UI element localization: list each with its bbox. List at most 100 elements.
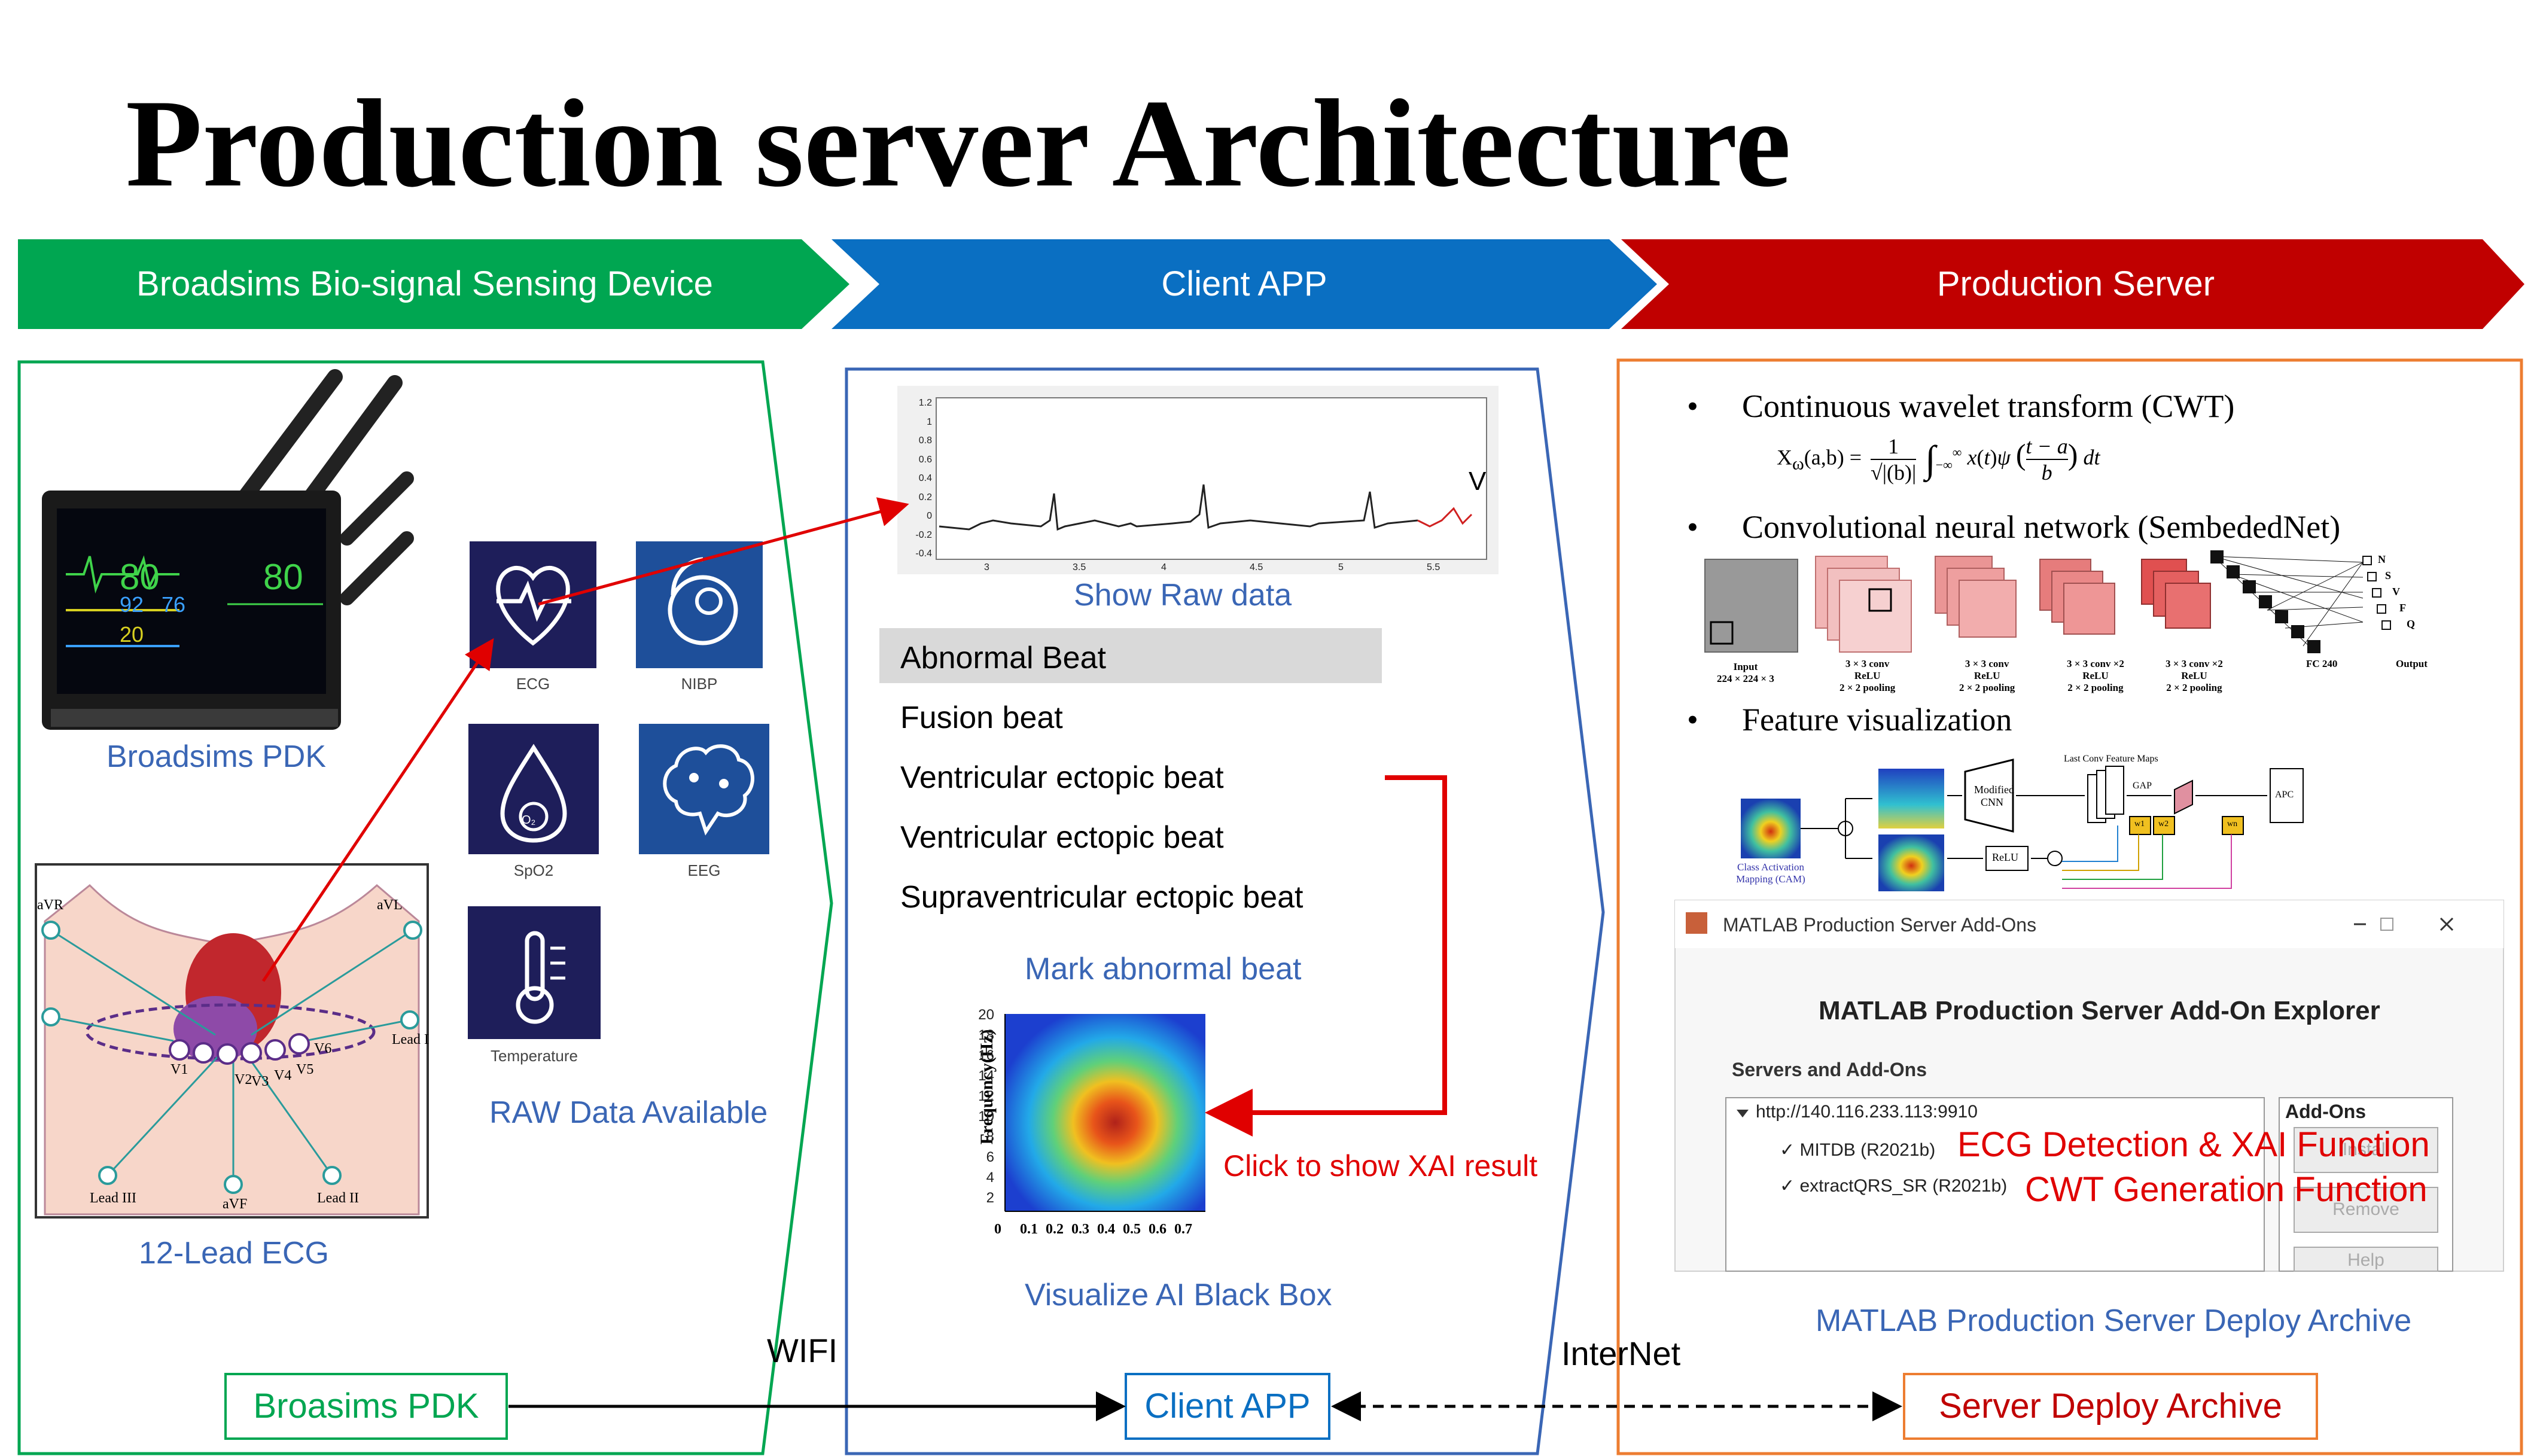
cam-last-conv: Last Conv Feature Maps (2064, 754, 2158, 764)
xai-heatmap (1004, 1014, 1205, 1212)
matlab-server-url[interactable]: http://140.116.233.113:9910 (1756, 1102, 1978, 1122)
heatmap-y-tick: 12 (978, 1088, 994, 1104)
overlay-cwt-generation: CWT Generation Function (2025, 1170, 2428, 1209)
cam-weight: w1 (2134, 820, 2145, 828)
matlab-addons-header: Add-Ons (2285, 1101, 2367, 1122)
formula-integral: ∫ (1925, 438, 1936, 480)
ecg-trace-abnormal (1417, 507, 1473, 528)
raw-plot-y-tick: 0 (927, 511, 932, 521)
heatmap-x-tick: 0.1 (1020, 1222, 1038, 1237)
lead-label: V4 (274, 1068, 292, 1083)
ecg-icon-to-plot-arrow (538, 497, 909, 606)
bullet-dot: • (1687, 702, 1698, 738)
banner-client-label: Client APP (1161, 264, 1327, 303)
device-panel-frame (17, 360, 833, 1455)
mark-abnormal-caption: Mark abnormal beat (1025, 952, 1302, 986)
formula-args: (a,b) = (1804, 445, 1862, 470)
cnn-output-letter: F (2399, 602, 2406, 614)
beat-item-ventricular-2[interactable]: Ventricular ectopic beat (900, 820, 1224, 855)
raw-plot-x-tick: 5 (1338, 562, 1344, 572)
bullet-cwt: Continuous wavelet transform (CWT) (1742, 388, 2235, 424)
raw-plot-y-tick: 0.6 (918, 454, 932, 465)
raw-plot-y-tick: 1.2 (918, 398, 932, 408)
formula-lhs: X (1777, 445, 1792, 470)
server-box-label: Server Deploy Archive (1939, 1387, 2282, 1425)
pdk-monitor (42, 369, 414, 730)
matlab-window-frame (1674, 900, 2504, 1272)
chest-ecg-illustration (35, 863, 429, 1219)
pdk-box-frame (224, 1373, 508, 1440)
matlab-addon-extractqrs[interactable]: ✓ extractQRS_SR (R2021b) (1780, 1176, 2008, 1196)
icon-label-spo2: SpO2 (513, 861, 554, 879)
heatmap-x-tick: 0.6 (1149, 1222, 1167, 1237)
server-box-frame (1903, 1373, 2318, 1440)
lead-label: V1 (170, 1062, 188, 1077)
lead-label: V2 (234, 1072, 252, 1088)
matlab-remove-button[interactable]: Remove (2332, 1199, 2399, 1219)
beat-item-supraventricular[interactable]: Supraventricular ectopic beat (900, 880, 1303, 915)
heatmap-x-tick: 0.4 (1097, 1222, 1115, 1237)
heatmap-ylabel: Frequency(Hz) (977, 1029, 997, 1145)
cnn-architecture-diagram (1704, 550, 2391, 653)
formula-fraction: 1 √|(b)| (1871, 434, 1917, 485)
matlab-help-button[interactable]: Help (2347, 1250, 2384, 1270)
heatmap-y-tick: 2 (986, 1190, 994, 1206)
matlab-install-button[interactable]: Install (2342, 1140, 2390, 1159)
monitor-value-pulse: 80 (263, 557, 303, 597)
matlab-window-title: MATLAB Production Server Add-Ons (1723, 914, 2037, 936)
cnn-output-letter: V (2392, 586, 2400, 598)
xai-hint-text[interactable]: Click to show XAI result (1223, 1149, 1538, 1183)
icon-label-temperature: Temperature (491, 1047, 578, 1065)
monitor-value-resp: 76 (162, 592, 186, 617)
banner-server-shape (1621, 239, 2524, 329)
banner-client-shape (832, 239, 1657, 329)
raw-plot-y-tick: -0.2 (915, 529, 932, 540)
raw-plot-x-tick: 4.5 (1250, 562, 1263, 572)
lead-label: aVR (37, 897, 63, 913)
raw-plot-x-tick: 3.5 (1073, 562, 1086, 572)
formula-sub: ω (1792, 453, 1804, 474)
heatmap-y-tick: 18 (978, 1027, 994, 1043)
cnn-output-letter: S (2385, 569, 2392, 581)
lead-label: Lead I (392, 1032, 429, 1047)
deploy-caption: MATLAB Production Server Deploy Archive (1816, 1303, 2412, 1338)
client-box-label: Client APP (1144, 1387, 1311, 1425)
brain-icon (639, 724, 769, 854)
raw-data-plot (897, 386, 1499, 574)
lead-label: Lead II (317, 1190, 359, 1206)
matlab-explorer-title: MATLAB Production Server Add-On Explorer (1819, 996, 2380, 1025)
selected-beat-highlight (879, 628, 1382, 683)
raw-plot-marker: V (1469, 467, 1487, 496)
xai-connector-arrow (1205, 775, 1447, 1137)
server-panel-frame (1616, 358, 2523, 1455)
heatmap-y-tick: 20 (978, 1007, 994, 1023)
beat-item-abnormal[interactable]: Abnormal Beat (900, 641, 1106, 675)
beat-item-ventricular-1[interactable]: Ventricular ectopic beat (900, 760, 1224, 795)
pdk-box-label: Broasims PDK (253, 1387, 479, 1425)
cam-relu: ReLU (1992, 851, 2018, 863)
raw-plot-x-tick: 3 (984, 562, 989, 572)
cnn-output-letter: N (2378, 553, 2386, 565)
matlab-addon-mitdb[interactable]: ✓ MITDB (R2021b) (1780, 1140, 1936, 1160)
bullet-dot: • (1687, 509, 1698, 545)
beat-item-fusion[interactable]: Fusion beat (900, 700, 1063, 735)
cnn-output-letter: Q (2407, 618, 2416, 630)
bullet-feature-vis: Feature visualization (1742, 702, 2012, 738)
client-panel-frame (845, 367, 1605, 1455)
monitor-value-temp: 20 (120, 622, 144, 647)
icon-label-ecg: ECG (516, 675, 550, 693)
cnn-layer-label: FC 240 (2306, 658, 2338, 669)
raw-plot-y-tick: 0.8 (918, 435, 932, 446)
raw-plot-y-tick: -0.4 (915, 549, 932, 559)
banner-device-label: Broadsims Bio-signal Sensing Device (136, 264, 713, 303)
lead-label: V3 (251, 1074, 269, 1089)
heatmap-y-tick: 8 (986, 1129, 994, 1145)
banner-server-label: Production Server (1936, 264, 2215, 303)
